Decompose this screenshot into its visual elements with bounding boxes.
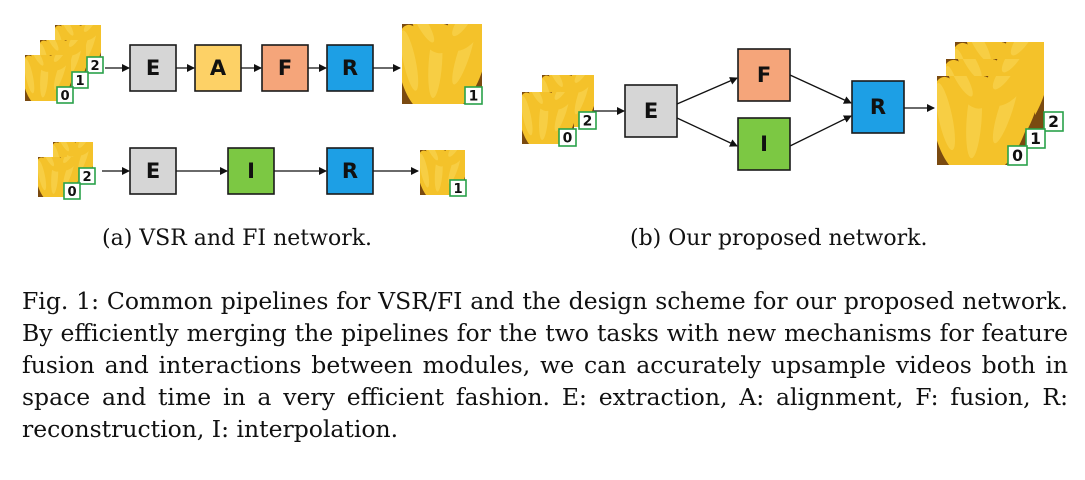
fi-block-I: I (227, 147, 275, 195)
fi-output-badge: 1 (449, 179, 467, 197)
fi-input-badge-2-label: 2 (82, 170, 91, 185)
prop-block-E-label: E (644, 99, 658, 123)
vsr-input-badge-2-label: 2 (90, 59, 99, 74)
vsr-block-R-box (326, 44, 374, 92)
fi-output-badge-label: 1 (453, 182, 462, 197)
prop-output-badge-0: 0 (1007, 145, 1028, 166)
subfigure-caption-a: (a) VSR and FI network. (102, 226, 373, 251)
prop-block-R-label: R (870, 95, 886, 119)
fi-input-badge-0-label: 0 (67, 185, 76, 200)
fi-block-R-label: R (342, 159, 358, 183)
figure-caption: Fig. 1: Common pipelines for VSR/FI and … (22, 287, 1068, 443)
prop-block-F-box (737, 48, 791, 102)
vsr-block-F: F (261, 44, 309, 92)
prop-input-badge-2-label: 2 (583, 114, 593, 130)
prop-output-badge-1-label: 1 (1030, 130, 1041, 148)
vsr-block-R: R (326, 44, 374, 92)
vsr-input-badge-2: 2 (86, 56, 104, 74)
prop-arrow-E-I (676, 117, 738, 147)
prop-arrow-E-F (676, 77, 738, 105)
fi-block-E-label: E (146, 159, 160, 183)
vsr-input-badge-0: 0 (56, 86, 74, 104)
vsr-block-E-label: E (146, 56, 160, 80)
prop-block-E-box (624, 84, 678, 138)
fi-input-badge-2: 2 (78, 167, 96, 185)
vsr-output-badge: 1 (464, 86, 483, 105)
vsr-input-badge-1: 1 (71, 71, 89, 89)
prop-block-R-box (851, 80, 905, 134)
fi-block-R-box (326, 147, 374, 195)
vsr-input-badge-1-label: 1 (75, 74, 84, 89)
fi-block-I-label: I (247, 159, 255, 183)
prop-output-badge-0-label: 0 (1012, 147, 1023, 165)
vsr-block-A-box (194, 44, 242, 92)
vsr-block-A: A (194, 44, 242, 92)
prop-block-I-box (737, 117, 791, 171)
prop-block-I: I (737, 117, 791, 171)
prop-input-badge-0: 0 (558, 128, 577, 147)
fi-output-frame (420, 150, 465, 195)
fi-block-I-box (227, 147, 275, 195)
prop-block-E: E (624, 84, 678, 138)
fi-input-badge-0: 0 (63, 182, 81, 200)
prop-output-badge-1: 1 (1025, 128, 1046, 149)
prop-arrow-I-R (789, 115, 852, 147)
vsr-output-badge-label: 1 (469, 89, 479, 105)
prop-block-F: F (737, 48, 791, 102)
prop-output-badge-2: 2 (1043, 111, 1064, 132)
vsr-block-E: E (129, 44, 177, 92)
prop-output-frame-0 (937, 76, 1026, 165)
vsr-block-F-box (261, 44, 309, 92)
vsr-block-R-label: R (342, 56, 358, 80)
vsr-block-A-label: A (210, 56, 227, 80)
prop-block-I-label: I (760, 132, 768, 156)
vsr-input-badge-0-label: 0 (60, 89, 69, 104)
prop-output-badge-2-label: 2 (1048, 113, 1059, 131)
prop-input-badge-2: 2 (578, 111, 597, 130)
subfigure-caption-b: (b) Our proposed network. (630, 226, 928, 251)
vsr-block-E-box (129, 44, 177, 92)
fi-block-R: R (326, 147, 374, 195)
fi-block-E-box (129, 147, 177, 195)
vsr-block-F-label: F (278, 56, 292, 80)
fi-block-E: E (129, 147, 177, 195)
vsr-output-frame (402, 24, 482, 104)
prop-arrow-F-R (789, 74, 852, 104)
prop-block-F-label: F (757, 63, 771, 87)
prop-input-badge-0-label: 0 (563, 131, 573, 147)
prop-input-frame-0 (522, 92, 574, 144)
prop-block-R: R (851, 80, 905, 134)
